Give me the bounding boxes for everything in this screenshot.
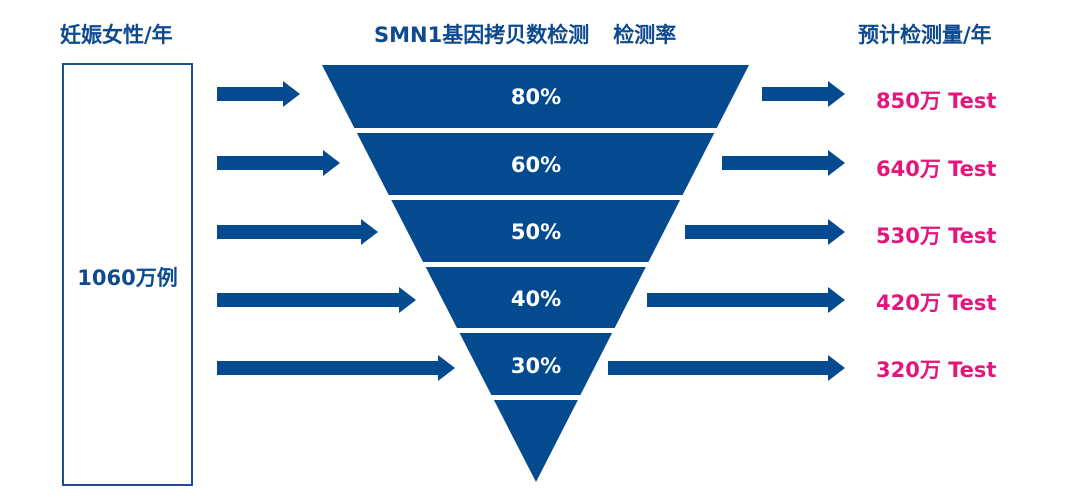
arrow-right-icon	[722, 150, 845, 176]
arrow-right-icon	[762, 81, 845, 107]
arrow-right-icon	[217, 287, 416, 313]
arrow-right-icon	[217, 150, 340, 176]
arrow-right-icon	[217, 81, 300, 107]
header-detection-rate: 检测率	[613, 23, 677, 47]
funnel-tip	[493, 400, 578, 482]
tier-expected-tests: 530万 Test	[876, 224, 997, 248]
header-smn1-test: SMN1基因拷贝数检测	[374, 23, 590, 47]
tier-rate: 40%	[510, 287, 562, 311]
header-pregnant-women-per-year: 妊娠女性/年	[60, 23, 173, 47]
arrow-right-icon	[685, 219, 845, 245]
header-test-and-rate: SMN1基因拷贝数检测检测率	[374, 19, 676, 49]
arrow-right-icon	[217, 355, 455, 381]
arrow-right-icon	[217, 219, 378, 245]
tier-expected-tests: 640万 Test	[876, 157, 997, 181]
funnel-tier	[425, 267, 646, 328]
arrow-right-icon	[647, 287, 845, 313]
tier-expected-tests: 850万 Test	[876, 89, 997, 113]
tier-rate: 50%	[510, 220, 562, 244]
population-value: 1060万例	[77, 266, 178, 290]
funnel-tier	[391, 200, 681, 262]
funnel-tier	[459, 333, 613, 395]
arrow-right-icon	[608, 355, 845, 381]
header-expected-tests-per-year: 预计检测量/年	[858, 23, 992, 47]
tier-expected-tests: 320万 Test	[876, 358, 997, 382]
funnel-tier	[322, 65, 749, 128]
tier-rate: 60%	[510, 153, 562, 177]
population-box	[62, 63, 193, 486]
tier-rate: 80%	[510, 85, 562, 109]
funnel-tier	[356, 133, 715, 195]
tier-expected-tests: 420万 Test	[876, 291, 997, 315]
tier-rate: 30%	[510, 354, 562, 378]
